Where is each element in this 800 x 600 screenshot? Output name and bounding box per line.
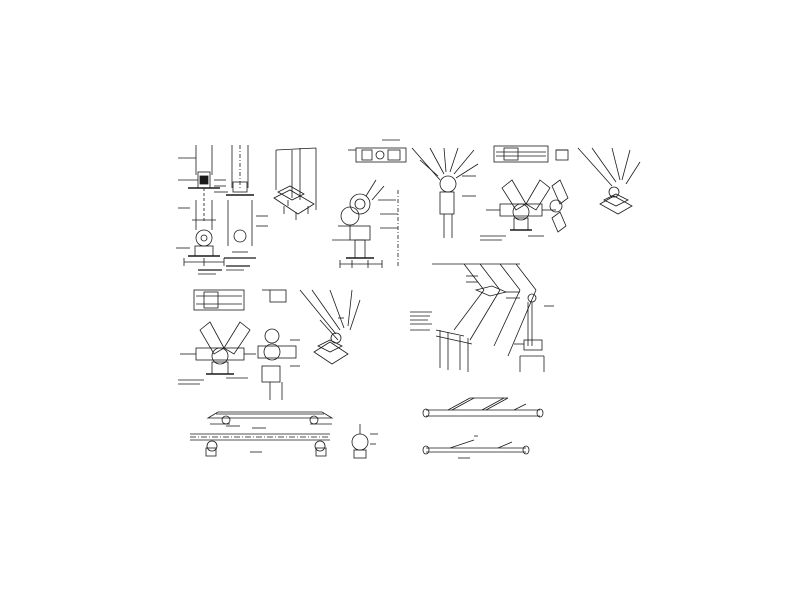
y-branch-node-elevation: [480, 145, 556, 241]
tree-node-elevation: [332, 139, 407, 268]
column-base-plate-section: [224, 145, 268, 271]
pipe-end-section: [351, 424, 378, 459]
column-base-bolt-pattern-detail: [176, 145, 228, 275]
tree-branch-perspective: [411, 147, 479, 238]
horizontal-beam-elevation: [190, 425, 330, 457]
y-branch-isometric: [549, 147, 641, 233]
branch-node-isometric-lower: [299, 289, 361, 365]
horizontal-beam-plan: [206, 411, 334, 425]
truss-ladder-perspective: [422, 397, 544, 418]
roof-edge-beam-perspective: [410, 263, 537, 372]
branch-node-elevation-lower: [178, 289, 256, 385]
branch-node-side-section: [257, 289, 300, 400]
column-base-isometric: [273, 147, 317, 220]
truss-ladder-elevation: [422, 435, 530, 459]
vertical-post-elevation: [514, 293, 554, 372]
